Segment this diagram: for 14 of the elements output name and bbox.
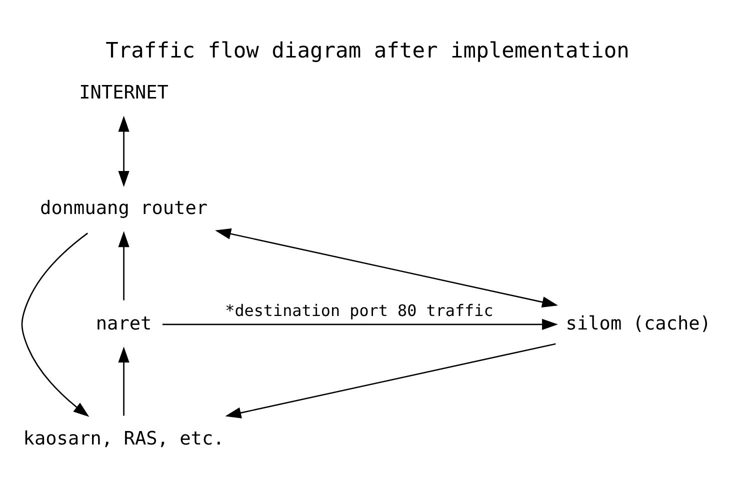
arrow [162,318,558,330]
node-text: naret [95,313,152,334]
edge-label: *destination port 80 traffic [224,300,493,320]
arrow [214,228,558,308]
arrow [118,116,129,187]
arrow [118,231,129,300]
arrow [224,343,556,418]
node-text: INTERNET [78,82,168,104]
node-text: silom (cache) [565,313,710,334]
node-text: kaosarn, RAS, etc. [22,428,224,450]
diagram-title: Traffic flow diagram after implementation [105,38,629,64]
arrow [20,232,89,417]
node-text: donmuang router [40,198,208,219]
arrow [118,346,129,416]
